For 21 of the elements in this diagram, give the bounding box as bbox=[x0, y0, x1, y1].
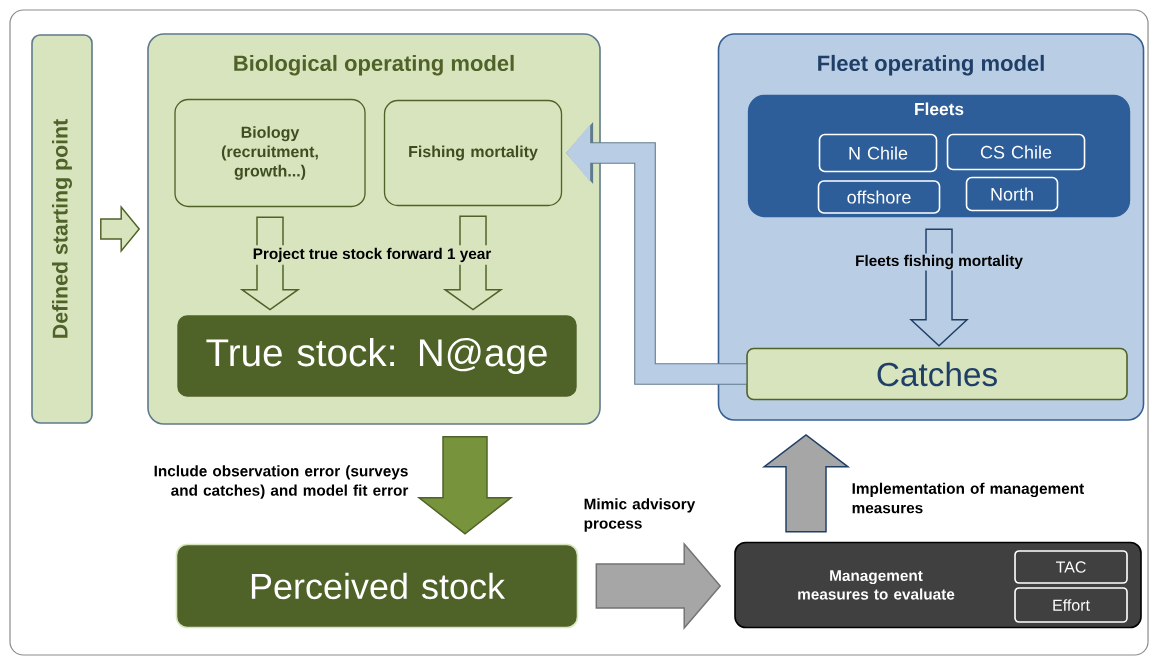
process-box: Biology (recruitment, growth...) bbox=[174, 98, 366, 208]
start-box: Defined starting point bbox=[31, 34, 93, 424]
measure-box: TAC bbox=[1014, 550, 1128, 584]
process-box: Fishing mortality bbox=[383, 99, 563, 207]
edge-label: Include observation error (surveys and catches) and model fit error bbox=[154, 465, 409, 499]
stock-box: True stock: N@age bbox=[175, 313, 579, 399]
block-arrow bbox=[100, 204, 141, 254]
edge-label: Mimic advisory process bbox=[584, 498, 696, 532]
measure-box: Effort bbox=[1014, 587, 1128, 623]
block-arrow bbox=[761, 433, 851, 533]
fleet-box: N Chile bbox=[818, 133, 938, 173]
fleet-box: North bbox=[965, 176, 1059, 212]
stock-box: Perceived stock bbox=[175, 543, 579, 629]
edge-label: Implementation of management measures bbox=[852, 482, 1084, 514]
block-arrow bbox=[595, 542, 722, 630]
fleet-box: CS Chile bbox=[946, 133, 1086, 171]
fleet-box: offshore bbox=[817, 180, 941, 214]
edge-label: Fleets fishing mortality bbox=[853, 253, 1025, 271]
arrow-caption: Project true stock forward 1 year bbox=[250, 245, 494, 265]
block-arrow bbox=[416, 436, 514, 535]
catches-box: Catches bbox=[746, 347, 1128, 401]
